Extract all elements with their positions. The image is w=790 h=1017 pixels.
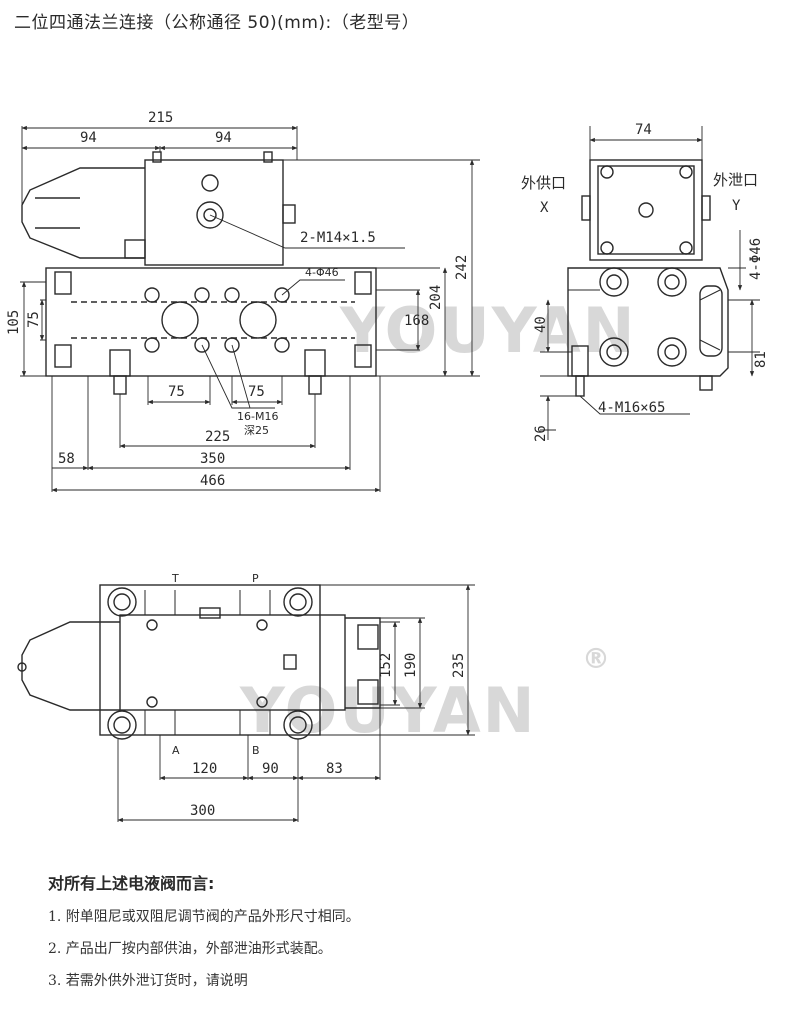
label-port-y: Y — [732, 198, 741, 214]
watermark-top: YOUYAN — [339, 294, 637, 367]
dim-94-left: 94 — [80, 130, 97, 146]
dim-300: 300 — [190, 803, 215, 819]
dim-350: 350 — [200, 451, 225, 467]
plan-dim-lines — [117, 584, 471, 823]
dim-204: 204 — [428, 285, 444, 310]
dim-215: 215 — [148, 110, 173, 126]
dim-90: 90 — [262, 761, 279, 777]
dim-74: 74 — [635, 122, 652, 138]
note-item-3: 3. 若需外供外泄订货时，请说明 — [48, 973, 248, 989]
dim-225: 225 — [205, 429, 230, 445]
dim-94-right: 94 — [215, 130, 232, 146]
callout-m16: 16-M16 — [237, 410, 278, 423]
label-port-x: X — [540, 200, 549, 216]
dim-235: 235 — [451, 653, 467, 678]
plan-view — [17, 584, 475, 822]
label-external-drain: 外泄口 — [713, 171, 758, 189]
port-p: P — [252, 572, 259, 585]
dim-152: 152 — [378, 653, 394, 678]
page-title: 二位四通法兰连接（公称通径 50)(mm):（老型号） — [14, 13, 420, 33]
dim-75-vertical: 75 — [26, 311, 42, 328]
port-t: T — [171, 572, 179, 585]
side-view — [540, 126, 760, 431]
svg-text:YOUYAN: YOUYAN — [339, 294, 637, 367]
svg-text:®: ® — [582, 642, 612, 675]
callout-m14: 2-M14×1.5 — [300, 230, 376, 246]
dim-26: 26 — [533, 425, 549, 442]
note-item-2: 2. 产品出厂按内部供油，外部泄油形式装配。 — [48, 941, 332, 957]
dim-75-right: 75 — [248, 384, 265, 400]
front-dim-lines — [21, 125, 475, 493]
dim-168: 168 — [404, 313, 429, 329]
dim-81: 81 — [753, 351, 769, 368]
dim-75-left: 75 — [168, 384, 185, 400]
note-item-1: 1. 附单阻尼或双阻尼调节阀的产品外形尺寸相同。 — [48, 909, 360, 925]
label-external-supply: 外供口 — [521, 174, 566, 192]
port-a: A — [172, 744, 180, 757]
watermark-bottom: YOUYAN ® — [239, 642, 612, 747]
callout-side-phi46: 4-Φ46 — [748, 238, 764, 280]
callout-depth: 深25 — [244, 424, 269, 437]
callout-phi46: 4-Φ46 — [305, 266, 339, 279]
dim-190: 190 — [403, 653, 419, 678]
dim-105: 105 — [6, 310, 22, 335]
dim-242: 242 — [454, 255, 470, 280]
callout-m16x65: 4-M16×65 — [598, 400, 665, 416]
dim-120: 120 — [192, 761, 217, 777]
side-dim-lines — [545, 137, 755, 440]
notes-section: 对所有上述电液阀而言: 1. 附单阻尼或双阻尼调节阀的产品外形尺寸相同。 2. … — [48, 870, 360, 1002]
dim-83: 83 — [326, 761, 343, 777]
dim-58: 58 — [58, 451, 75, 467]
port-b: B — [252, 744, 260, 757]
dim-466: 466 — [200, 473, 225, 489]
front-view — [20, 126, 480, 492]
dim-40: 40 — [533, 316, 549, 333]
notes-title: 对所有上述电液阀而言: — [48, 874, 215, 893]
